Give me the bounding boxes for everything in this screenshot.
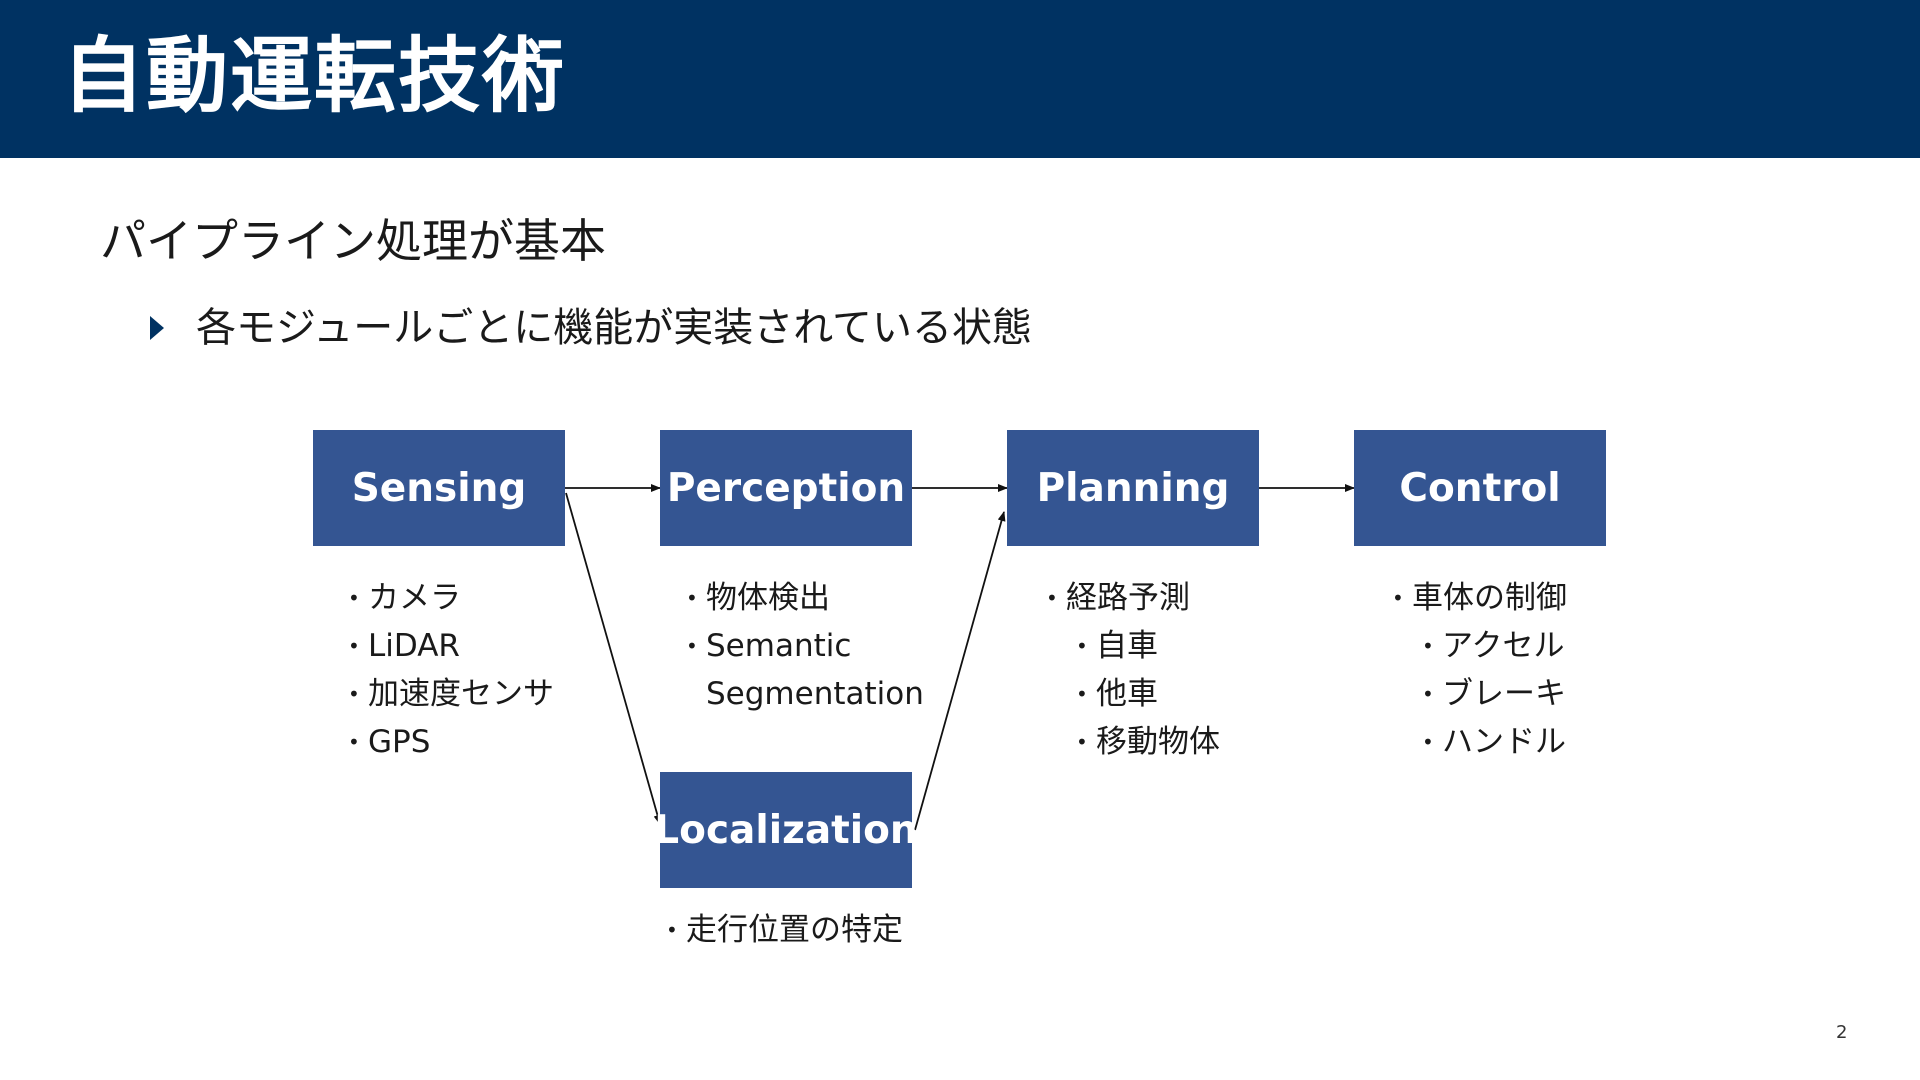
planning-box: Planning — [1007, 430, 1259, 546]
arrow-localization-planning — [914, 511, 1006, 831]
list-item: LiDAR — [348, 622, 554, 670]
list-item: カメラ — [348, 574, 554, 622]
control-box: Control — [1354, 430, 1606, 546]
sensing-box: Sensing — [313, 430, 565, 546]
list-item: 経路予測 — [1046, 574, 1220, 622]
perception-list: 物体検出 Semantic Segmentation — [686, 574, 924, 718]
sensing-list: カメラ LiDAR 加速度センサ GPS — [348, 574, 554, 766]
localization-list: 走行位置の特定 — [666, 906, 903, 954]
planning-list: 経路予測 自車 他車 移動物体 — [1046, 574, 1220, 766]
list-subitem: アクセル — [1422, 622, 1567, 670]
list-subitem: 他車 — [1076, 670, 1220, 718]
list-item: GPS — [348, 718, 554, 766]
list-item: 車体の制御 — [1392, 574, 1567, 622]
arrow-sensing-localization — [565, 492, 662, 825]
list-subitem: 自車 — [1076, 622, 1220, 670]
list-subitem: ハンドル — [1422, 718, 1567, 766]
perception-box: Perception — [660, 430, 912, 546]
control-list: 車体の制御 アクセル ブレーキ ハンドル — [1392, 574, 1567, 766]
list-item: Semantic — [686, 622, 924, 670]
list-item: 走行位置の特定 — [666, 906, 903, 954]
localization-box: Localization — [654, 772, 918, 888]
sub-bullet-text: 各モジュールごとに機能が実装されている状態 — [196, 305, 1032, 351]
triangle-bullet-icon — [150, 316, 164, 340]
list-subitem: ブレーキ — [1422, 670, 1567, 718]
title-bar: 自動運転技術 — [0, 0, 1920, 158]
sub-bullet: 各モジュールごとに機能が実装されている状態 — [150, 308, 1032, 348]
slide-title: 自動運転技術 — [62, 29, 567, 124]
subheading: パイプライン処理が基本 — [100, 214, 606, 268]
list-item: 物体検出 — [686, 574, 924, 622]
page-number: 2 — [1836, 1022, 1848, 1043]
list-item-continuation: Segmentation — [706, 676, 924, 712]
list-subitem: 移動物体 — [1076, 718, 1220, 766]
list-item: 加速度センサ — [348, 670, 554, 718]
